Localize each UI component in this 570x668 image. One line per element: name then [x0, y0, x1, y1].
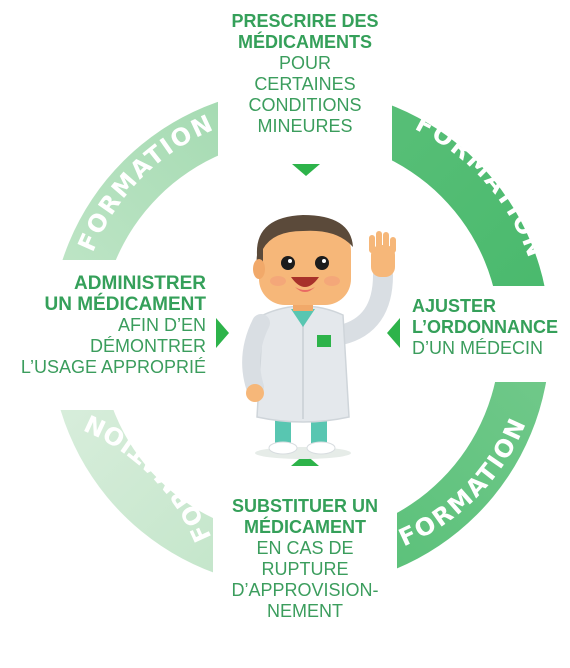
card-substitute-body-line-1: EN CAS DE: [256, 538, 354, 558]
card-administer: ADMINISTRER UN MÉDICAMENT AFIN D’EN DÉMO…: [0, 260, 212, 410]
ring-label-bottom-right: FORMATION: [395, 413, 531, 552]
card-administer-title-line-1: ADMINISTRER: [74, 273, 206, 294]
card-prescribe-title-line-2: MÉDICAMENTS: [238, 32, 372, 52]
card-substitute-body-line-2: RUPTURE: [261, 559, 349, 579]
doctor-shirt: [291, 309, 315, 327]
card-administer-title-line-2: UN MÉDICAMENT: [44, 294, 207, 315]
doctor-hair: [256, 215, 353, 271]
card-administer-body-line-2: DÉMONTRER: [90, 336, 206, 356]
doctor-shoe-left: [268, 441, 298, 455]
card-substitute: SUBSTITUER UN MÉDICAMENT EN CAS DE RUPTU…: [213, 454, 397, 668]
card-prescribe-body-line-3: CONDITIONS: [248, 95, 362, 115]
card-prescribe: PRESCRIRE DES MÉDICAMENTS POUR CERTAINES…: [218, 0, 392, 176]
doctor-illustration: [242, 215, 396, 459]
arrow-down-icon: [292, 164, 320, 176]
card-prescribe-body-line-4: MINEURES: [257, 116, 353, 136]
card-prescribe-body-line-1: POUR: [278, 53, 331, 73]
card-substitute-title-line-2: MÉDICAMENT: [244, 517, 366, 537]
card-adjust-title-line-1: AJUSTER: [412, 296, 497, 316]
doctor-hand-waving: [369, 231, 396, 277]
card-adjust: AJUSTER L’ORDONNANCE D’UN MÉDECIN: [400, 286, 570, 382]
pocket-cross-icon: [317, 335, 331, 347]
card-substitute-body-line-3: D’APPROVISION-: [231, 580, 379, 600]
doctor-cheek-left: [270, 276, 286, 286]
doctor-eye-left: [281, 256, 295, 270]
doctor-shoe-right: [306, 441, 336, 455]
doctor-arm-raised: [331, 265, 393, 345]
doctor-cheek-right: [324, 276, 340, 286]
card-substitute-title-line-1: SUBSTITUER UN: [231, 496, 378, 516]
arrow-left-icon: [387, 318, 400, 348]
card-adjust-body-line-1: D’UN MÉDECIN: [412, 338, 544, 358]
card-adjust-title-line-2: L’ORDONNANCE: [412, 317, 559, 337]
doctor-hand-lower: [246, 384, 264, 402]
arrow-right-icon: [216, 318, 229, 348]
doctor-arm-lower: [242, 314, 270, 396]
card-prescribe-body-line-2: CERTAINES: [254, 74, 356, 94]
doctor-mouth: [291, 277, 319, 287]
card-prescribe-title-line-1: PRESCRIRE DES: [231, 11, 379, 31]
card-administer-body-line-1: AFIN D’EN: [117, 315, 206, 335]
doctor-ear: [253, 259, 265, 279]
svg-text:FORMATION: FORMATION: [395, 413, 533, 552]
card-substitute-body-line-4: NEMENT: [267, 601, 343, 621]
doctor-eye-right: [315, 256, 329, 270]
card-administer-body-line-3: L’USAGE APPROPRIÉ: [20, 357, 206, 377]
